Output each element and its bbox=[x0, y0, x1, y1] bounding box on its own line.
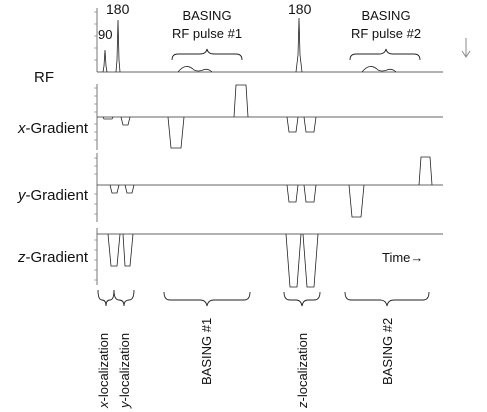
y-basing-2-lobe bbox=[348, 184, 365, 218]
x-gradient-suffix: -Gradient bbox=[26, 120, 89, 137]
y-localization-var: y bbox=[117, 400, 132, 409]
pulse-label-90: 90 bbox=[98, 27, 112, 42]
x-localization-var: x bbox=[96, 401, 111, 409]
z-localization-lobe-2 bbox=[302, 233, 319, 288]
x-localization-suffix: -localization bbox=[96, 333, 111, 402]
basing-2-bottom-brace bbox=[344, 291, 430, 307]
time-axis-label: Time→ bbox=[382, 250, 423, 265]
z-localization-suffix: -localization bbox=[295, 333, 310, 402]
z-gradient-waveforms bbox=[107, 233, 319, 288]
basing-1-bottom-brace bbox=[163, 291, 251, 307]
rf-basing-pulse-1 bbox=[177, 66, 213, 73]
basing-2-title: BASING bbox=[361, 8, 410, 23]
basing-1-label: BASING #1 bbox=[199, 318, 214, 385]
z-gradient-var: z bbox=[17, 249, 26, 266]
y-localization-brace bbox=[113, 289, 135, 307]
y-gradient-suffix: -Gradient bbox=[26, 187, 89, 204]
basing-2-brace bbox=[349, 48, 421, 61]
axis-ticks bbox=[94, 11, 97, 281]
y-gradient-row-label: y-Gradient bbox=[17, 187, 89, 204]
x-basing-1-lobe bbox=[167, 116, 185, 149]
y-localization-suffix: -localization bbox=[117, 333, 132, 402]
z-localization-lobe-1 bbox=[285, 233, 302, 288]
z-localization-label: z-localization bbox=[295, 333, 310, 409]
x-gradient-waveforms bbox=[102, 84, 317, 149]
z-gradient-panel bbox=[96, 228, 443, 285]
rf-180-pulse-2 bbox=[295, 17, 303, 73]
y-gradient-waveforms bbox=[109, 156, 433, 218]
rf-90-pulse bbox=[102, 49, 108, 73]
rf-waveforms bbox=[102, 17, 397, 73]
y-gradient-var: y bbox=[17, 187, 27, 204]
basing-1-brace bbox=[171, 48, 243, 61]
x-basing-1-positive-lobe bbox=[233, 84, 249, 118]
x-gradient-var: x bbox=[17, 120, 26, 137]
rf-panel bbox=[96, 8, 443, 73]
z-localization-var: z bbox=[295, 401, 310, 409]
y-gradient-panel bbox=[96, 153, 443, 222]
rf-row-label: RF bbox=[34, 69, 54, 86]
pulse-label-180-second: 180 bbox=[288, 1, 312, 17]
basing-1-subtitle: RF pulse #1 bbox=[172, 26, 242, 41]
x-gradient-row-label: x-Gradient bbox=[17, 120, 89, 137]
rf-180-pulse-1 bbox=[115, 19, 121, 73]
down-arrow-icon bbox=[461, 38, 471, 58]
z-gradient-suffix: -Gradient bbox=[26, 249, 89, 266]
basing-2-label: BASING #2 bbox=[380, 318, 395, 385]
z-localization-brace bbox=[283, 291, 321, 307]
z-gradient-row-label: z-Gradient bbox=[17, 249, 89, 266]
basing-1-title: BASING bbox=[182, 8, 231, 23]
basing-2-subtitle: RF pulse #2 bbox=[351, 26, 421, 41]
y-localization-label: y-localization bbox=[117, 333, 132, 409]
pulse-label-180-first: 180 bbox=[106, 1, 130, 17]
rf-basing-pulse-2 bbox=[361, 66, 397, 73]
bottom-braces bbox=[97, 289, 430, 307]
x-gradient-panel bbox=[96, 84, 443, 150]
x-localization-label: x-localization bbox=[96, 333, 111, 409]
y-basing-2-positive-lobe bbox=[418, 156, 433, 186]
top-braces bbox=[171, 48, 421, 61]
x-localization-brace bbox=[97, 289, 115, 307]
